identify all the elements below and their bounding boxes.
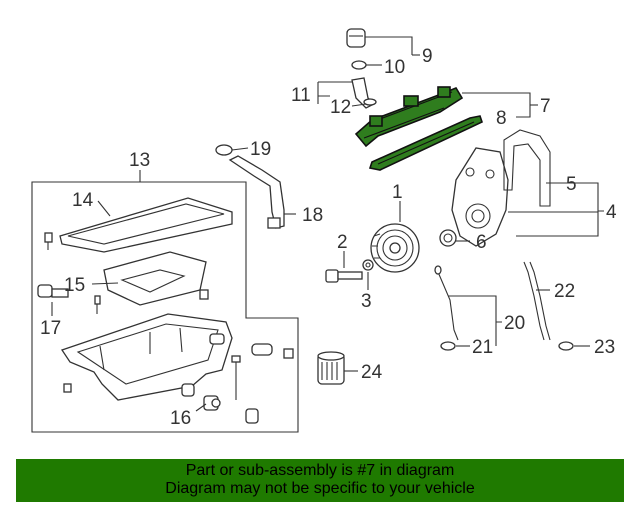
oil-filler-tube bbox=[351, 77, 377, 109]
callout-5: 5 bbox=[566, 174, 577, 195]
oil-filter-adapter bbox=[209, 333, 294, 359]
callout-14: 14 bbox=[72, 190, 94, 211]
oil-filler-cap bbox=[346, 28, 366, 48]
callout-2: 2 bbox=[337, 232, 348, 253]
callout-10: 10 bbox=[384, 57, 405, 78]
banner-line-2: Diagram may not be specific to your vehi… bbox=[165, 480, 475, 497]
oil-pan-gasket bbox=[59, 197, 233, 253]
callout-22: 22 bbox=[554, 281, 575, 302]
cap-o-ring bbox=[351, 60, 367, 70]
valve-cover-assembly bbox=[354, 86, 464, 148]
plug bbox=[181, 383, 259, 424]
front-cover bbox=[451, 147, 509, 247]
callout-19: 19 bbox=[250, 139, 271, 160]
callout-3: 3 bbox=[361, 291, 372, 312]
callout-20: 20 bbox=[504, 313, 525, 334]
callout-16: 16 bbox=[170, 408, 191, 429]
valve-cover-gasket bbox=[368, 115, 483, 171]
pan-bolt bbox=[44, 232, 53, 250]
pan-bolt bbox=[94, 295, 101, 314]
crankshaft-balancer bbox=[370, 223, 420, 273]
dipstick bbox=[434, 265, 459, 341]
balancer-washer bbox=[362, 259, 374, 271]
info-banner: Part or sub-assembly is #7 in diagram Di… bbox=[16, 459, 624, 502]
oil-pan-group-outline bbox=[31, 181, 299, 433]
long-bolt bbox=[231, 355, 241, 400]
callout-23: 23 bbox=[594, 337, 615, 358]
tube-o-ring-2 bbox=[558, 341, 574, 351]
callout-1: 1 bbox=[392, 182, 403, 203]
callout-12: 12 bbox=[330, 97, 351, 118]
front-cover-gasket bbox=[503, 129, 551, 207]
callout-18: 18 bbox=[302, 205, 323, 226]
callout-11: 11 bbox=[291, 85, 311, 106]
drain-plug bbox=[203, 395, 221, 411]
oil-pan bbox=[60, 313, 233, 401]
oil-pressure-sender bbox=[37, 284, 69, 298]
callout-8: 8 bbox=[496, 108, 507, 129]
callout-4: 4 bbox=[606, 202, 617, 223]
front-crank-seal bbox=[439, 229, 457, 247]
tube-o-ring bbox=[215, 144, 233, 156]
oil-filter bbox=[317, 351, 345, 385]
callout-6: 6 bbox=[476, 232, 487, 253]
pan-bolt bbox=[63, 383, 72, 393]
windage-tray bbox=[103, 251, 207, 306]
callout-7: 7 bbox=[540, 96, 551, 117]
callout-13: 13 bbox=[129, 150, 150, 171]
dipstick-o-ring bbox=[440, 341, 456, 351]
callout-15: 15 bbox=[64, 275, 85, 296]
dipstick-tube bbox=[228, 155, 285, 229]
banner-line-1: Part or sub-assembly is #7 in diagram bbox=[185, 462, 455, 479]
balancer-bolt bbox=[325, 269, 363, 283]
pan-stud bbox=[199, 289, 209, 300]
dipstick-tube-2 bbox=[523, 261, 551, 341]
callout-9: 9 bbox=[422, 46, 433, 67]
callout-24: 24 bbox=[361, 362, 383, 383]
callout-21: 21 bbox=[472, 337, 493, 358]
callout-17: 17 bbox=[40, 318, 61, 339]
